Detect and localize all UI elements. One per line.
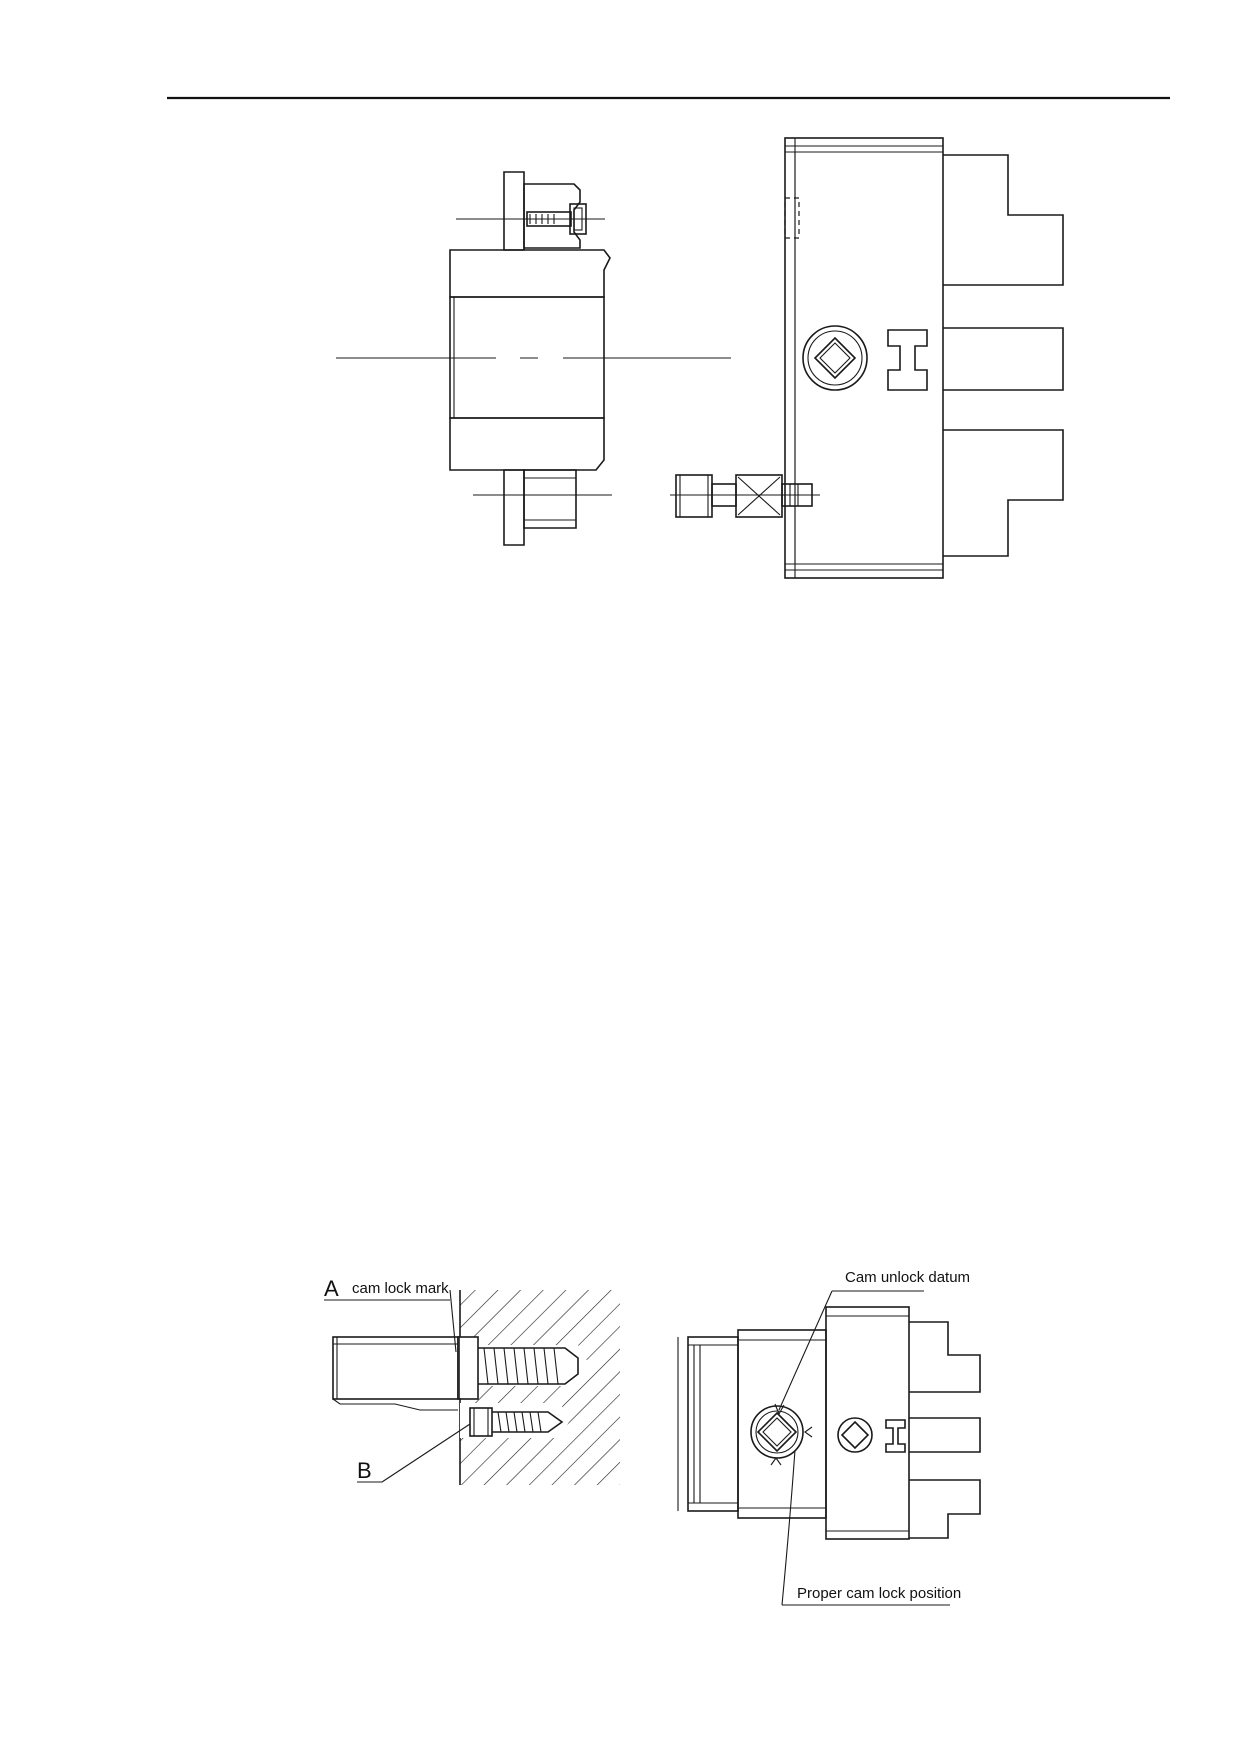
proper-cam-lock-position-label: Proper cam lock position	[797, 1585, 961, 1602]
label-a: A	[324, 1276, 339, 1301]
cam-lock-detail: A cam lock mark B	[324, 1276, 620, 1485]
cam-lock-mark-label: cam lock mark	[352, 1280, 449, 1297]
chuck-side-view	[670, 137, 1064, 579]
cam-unlock-datum-label: Cam unlock datum	[845, 1269, 970, 1286]
cam-position-detail: Cam unlock datum Proper cam lock positio…	[677, 1269, 981, 1606]
chuck-backplate-section	[336, 171, 731, 546]
label-b: B	[357, 1458, 372, 1483]
